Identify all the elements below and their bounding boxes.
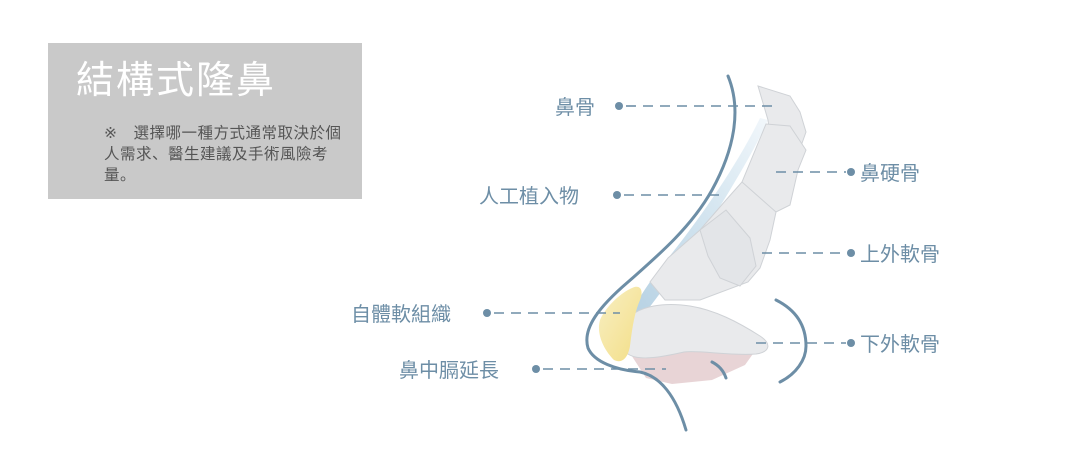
title-panel: 結構式隆鼻 ※ 選擇哪一種方式通常取決於個人需求、醫生建議及手術風險考量。 <box>48 43 362 199</box>
lower-lateral-cartilage-shape <box>620 304 769 359</box>
note-text: ※ 選擇哪一種方式通常取決於個人需求、醫生建議及手術風險考量。 <box>104 124 342 184</box>
nose-profile-outline <box>585 74 737 432</box>
upper-nasal-bone-dot <box>847 168 855 176</box>
page-title: 結構式隆鼻 <box>76 58 277 102</box>
nostril-arc <box>710 360 728 380</box>
cartilage-fold-shape <box>699 209 757 287</box>
label-implant: 人工植入物 <box>479 184 579 208</box>
septal-extension-dot <box>532 365 540 373</box>
label-autologous: 自體軟組織 <box>351 302 451 326</box>
label-upper-lateral-cartilage: 上外軟骨 <box>860 242 940 266</box>
implant-dot <box>613 191 621 199</box>
label-septal-extension: 鼻中膈延長 <box>399 358 499 382</box>
label-upper-nasal-bone: 鼻硬骨 <box>860 161 920 185</box>
upper-lateral-cartilage-dot <box>847 249 855 257</box>
nasal-bone-dot <box>615 102 623 110</box>
callouts: 鼻骨 人工植入物 自體軟組織 鼻中膈延長 鼻硬骨 上外軟骨 下外 <box>351 95 940 382</box>
label-nasal-bone: 鼻骨 <box>555 95 595 119</box>
lower-cartilage-bracket <box>774 298 808 384</box>
autologous-graft-shape <box>598 286 642 362</box>
autologous-dot <box>483 309 491 317</box>
lower-lateral-cartilage-dot <box>847 339 855 347</box>
label-lower-lateral-cartilage: 下外軟骨 <box>860 332 940 356</box>
